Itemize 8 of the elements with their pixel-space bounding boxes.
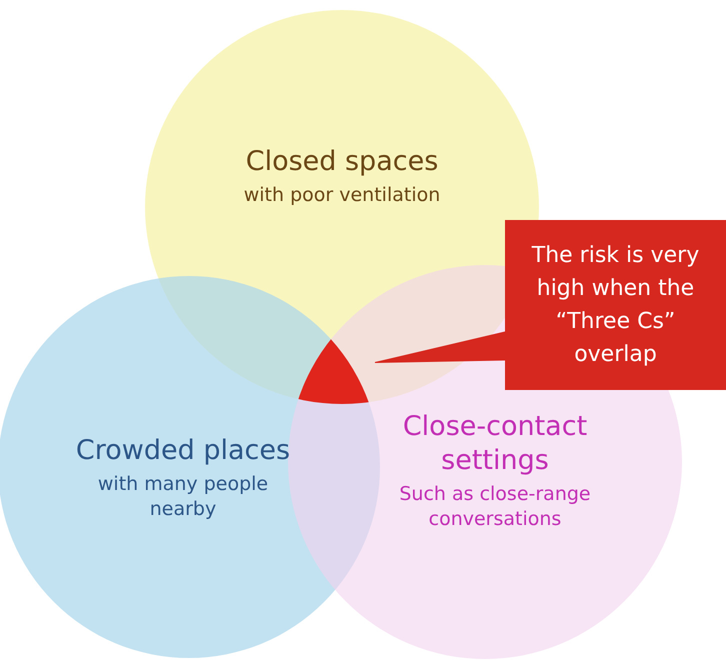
callout-pointer <box>374 331 506 363</box>
circle-subtitle: Such as close-range conversations <box>398 482 592 532</box>
circle-heading: Close-contact settings <box>402 410 588 478</box>
circle-heading: Crowded places <box>74 434 292 468</box>
circle-subtitle: with poor ventilation <box>242 182 442 208</box>
callout-box: The risk is very high when the “Three Cs” overlap <box>505 220 726 390</box>
circle-subtitle: with many people nearby <box>96 472 270 522</box>
circle-heading: Closed spaces <box>244 145 440 179</box>
